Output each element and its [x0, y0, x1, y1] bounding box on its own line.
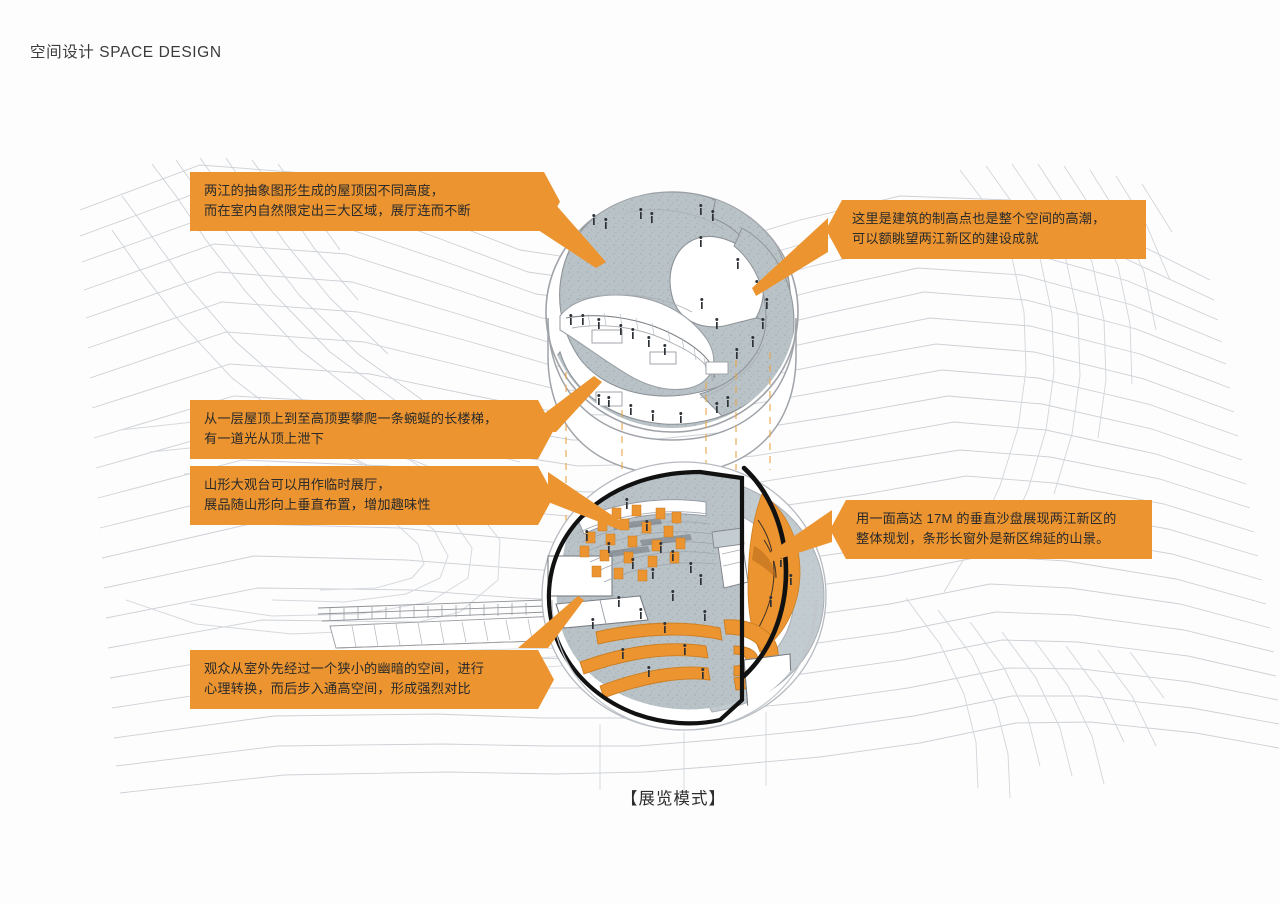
- exhibition-figures: [585, 498, 793, 679]
- ridge-contours-right: [905, 163, 1173, 799]
- pointer-entry-sequence: [518, 596, 584, 648]
- roof-figures: [569, 204, 769, 423]
- callout-highest-point[interactable]: 这里是建筑的制高点也是整个空间的高潮， 可以额眺望两江新区的建设成就: [826, 200, 1146, 260]
- mountain-terrace-steps: [577, 499, 717, 583]
- lower-exhibition-plan: [541, 461, 827, 796]
- page-title: 空间设计 SPACE DESIGN: [30, 44, 222, 61]
- callout-mountain-terrace[interactable]: 山形大观台可以用作临时展厅， 展品随山形向上垂直布置，增加趣味性: [190, 466, 554, 525]
- diagram-caption: 【展览模式】: [621, 790, 726, 808]
- callout-vertical-sandtable[interactable]: 用一面高达 17M 的垂直沙盘展现两江新区的 整体规划，条形长窗外是新区绵延的山…: [830, 500, 1152, 560]
- upper-roof-plan: [545, 191, 799, 475]
- vertical-sandtable: [747, 493, 801, 653]
- callout-long-stair[interactable]: 从一层屋顶上到至高顶要攀爬一条蜿蜒的长楼梯， 有一道光从顶上泄下: [190, 400, 554, 459]
- pointer-vertical-sandtable: [768, 510, 832, 562]
- callout-entry-sequence[interactable]: 观众从室外先经过一个狭小的幽暗的空间，进行 心理转换，而后步入通高空间，形成强烈…: [190, 650, 554, 709]
- callout-roof-zones[interactable]: 两江的抽象图形生成的屋顶因不同高度， 而在室内自然限定出三大区域，展厅连而不断: [190, 172, 560, 231]
- pointer-highest-point: [752, 218, 828, 296]
- pointer-mountain-terrace: [548, 472, 622, 530]
